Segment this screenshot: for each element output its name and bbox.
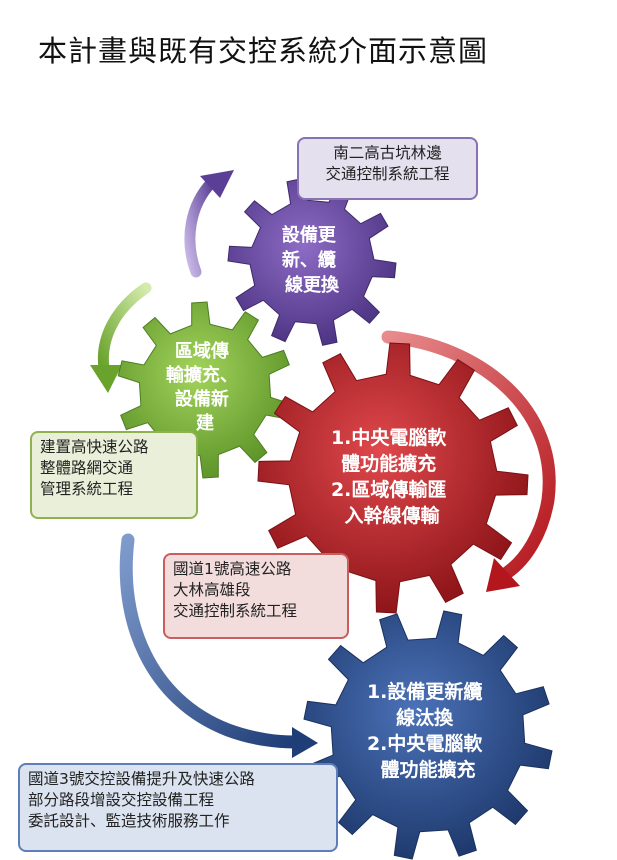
blue-gear-line: 1.設備更新纜: [367, 680, 482, 703]
red-gear: [257, 342, 529, 614]
red-gear-line: 入幹線傳輸: [344, 504, 440, 527]
purple-gear-label: 設備更 新、纜 線更換: [282, 224, 342, 296]
red-cycle-arrow: [381, 330, 556, 592]
red-gear-line: 體功能擴充: [341, 452, 436, 475]
project-box-national-highway-1: 國道1號高速公路 大林高雄段 交通控制系統工程: [163, 553, 349, 639]
project-box-national-highway-3: 國道3號交控設備提升及快速公路 部分路段增設交控設備工程 委託設計、監造技術服務…: [18, 763, 338, 852]
blue-cycle-arrow: [119, 533, 318, 758]
project-box-line: 大林高雄段: [173, 581, 251, 599]
purple-gear-line: 新、纜: [282, 249, 336, 271]
page-title: 本計畫與既有交控系統介面示意圖: [38, 34, 489, 68]
project-box-line: 國道1號高速公路: [173, 560, 292, 578]
project-box-line: 南二高古坑林邊: [333, 144, 442, 162]
green-gear-line: 區域傳: [175, 340, 229, 362]
project-box-line: 交通控制系統工程: [325, 165, 450, 183]
green-gear-label: 區域傳 輸擴充、 設備新 建: [166, 340, 244, 434]
purple-cycle-arrow: [184, 170, 234, 278]
purple-gear-line: 線更換: [285, 274, 340, 296]
project-box-line: 部分路段增設交控設備工程: [28, 791, 215, 809]
green-cycle-arrow: [90, 282, 152, 393]
project-box-line: 管理系統工程: [40, 480, 134, 498]
red-gear-line: 1.中央電腦軟: [331, 426, 447, 449]
red-gear-label: 1.中央電腦軟 體功能擴充 2.區域傳輸匯 入幹線傳輸: [331, 426, 453, 527]
green-gear-line: 設備新: [175, 388, 229, 410]
blue-gear-line: 體功能擴充: [380, 758, 475, 781]
blue-gear-line: 線汰換: [396, 706, 454, 729]
project-box-line: 建置高快速公路: [40, 438, 149, 456]
blue-gear-line: 2.中央電腦軟: [367, 732, 483, 755]
project-box-line: 整體路網交通: [40, 459, 134, 477]
project-box-line: 委託設計、監造技術服務工作: [28, 812, 230, 830]
green-gear-line: 輸擴充、: [166, 364, 238, 386]
blue-gear-label: 1.設備更新纜 線汰換 2.中央電腦軟 體功能擴充: [367, 680, 489, 781]
project-box-line: 交通控制系統工程: [173, 602, 298, 620]
project-box-network-traffic-management: 建置高快速公路 整體路網交通 管理系統工程: [30, 431, 198, 519]
project-box-line: 國道3號交控設備提升及快速公路: [28, 770, 255, 788]
purple-gear-line: 設備更: [282, 224, 337, 246]
green-gear-line: 建: [196, 412, 214, 434]
blue-gear: [303, 610, 553, 860]
project-box-south-second-freeway: 南二高古坑林邊 交通控制系統工程: [297, 137, 478, 200]
red-gear-line: 2.區域傳輸匯: [331, 478, 446, 501]
